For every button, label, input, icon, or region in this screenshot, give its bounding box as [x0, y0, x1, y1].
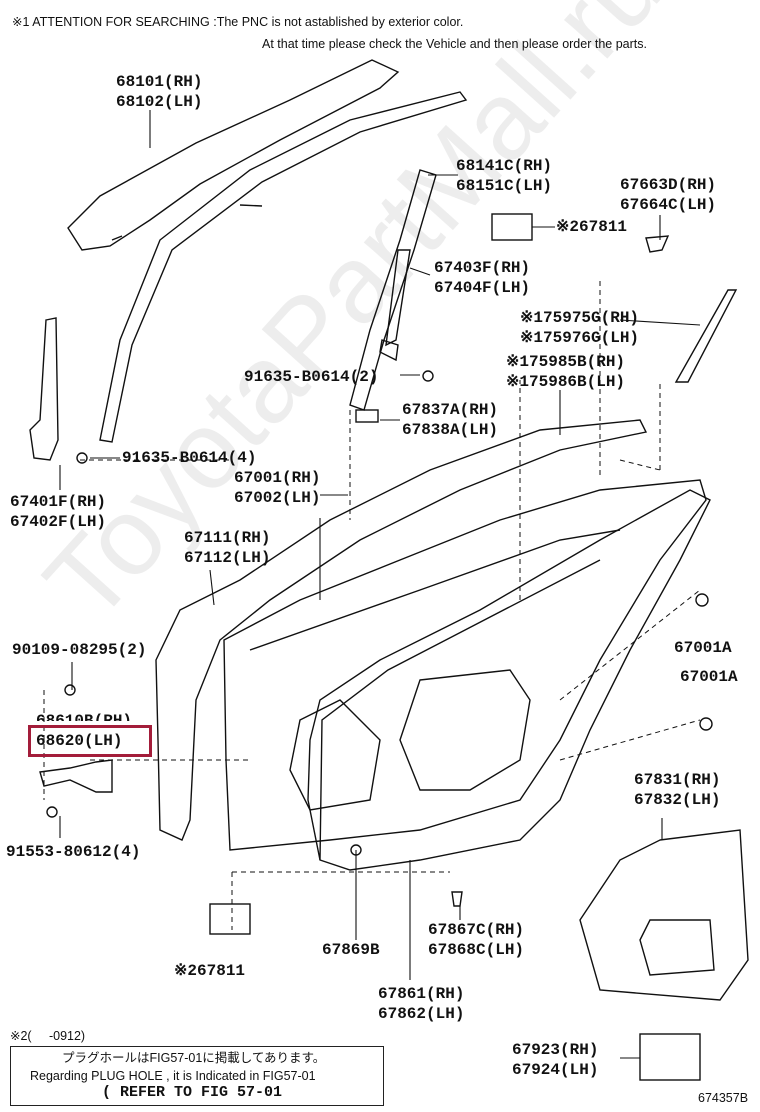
- part-label-67923[interactable]: 67923(RH): [512, 1041, 599, 1059]
- part-label-75986b[interactable]: ※175986B(LH): [506, 373, 626, 391]
- part-label-67401f[interactable]: 67401F(RH): [10, 493, 107, 511]
- corner-piece: [645, 235, 670, 253]
- part-label-67811-top[interactable]: ※267811: [556, 218, 628, 236]
- part-label-67112[interactable]: 67112(LH): [184, 549, 271, 567]
- diagram-code: 674357B: [698, 1091, 749, 1105]
- seal-pad: [491, 213, 533, 241]
- part-label-91635-b0614-4[interactable]: 91635-B0614(4): [122, 449, 257, 467]
- plug-hole-note-jp: プラグホールはFIG57-01に掲載してあります。: [62, 1051, 326, 1065]
- part-label-67403f[interactable]: 67403F(RH): [434, 259, 531, 277]
- part-label-67663d[interactable]: 67663D(RH): [620, 176, 717, 194]
- refer-fig-link[interactable]: ( REFER TO FIG 57-01: [102, 1084, 283, 1101]
- part-label-67111[interactable]: 67111(RH): [184, 529, 271, 547]
- part-label-67924[interactable]: 67924(LH): [512, 1061, 599, 1079]
- part-label-67002[interactable]: 67002(LH): [234, 489, 321, 507]
- part-label-67837a[interactable]: 67837A(RH): [402, 401, 499, 419]
- part-label-67832[interactable]: 67832(LH): [634, 791, 721, 809]
- grommet: [699, 717, 713, 731]
- part-label-68151c[interactable]: 68151C(LH): [456, 177, 553, 195]
- header-note-line2: At that time please check the Vehicle an…: [262, 37, 647, 51]
- highlight-box: [28, 725, 152, 757]
- bolt: [46, 806, 58, 818]
- rear-molding: [674, 289, 738, 383]
- part-label-67867c[interactable]: 67867C(RH): [428, 921, 525, 939]
- grommet: [695, 593, 709, 607]
- door-outer-panel: [155, 419, 648, 841]
- door-weatherstrip: [307, 489, 711, 871]
- part-label-68620[interactable]: 68620(LH): [36, 732, 123, 750]
- part-label-68102[interactable]: 68102(LH): [116, 93, 203, 111]
- part-label-67001a-1[interactable]: 67001A: [674, 639, 732, 657]
- part-label-67862[interactable]: 67862(LH): [378, 1005, 465, 1023]
- part-label-90109-08295[interactable]: 90109-08295(2): [12, 641, 147, 659]
- part-label-68610b[interactable]: 68610B(RH): [36, 712, 133, 721]
- window-channel-front: [29, 317, 59, 461]
- part-label-75976g[interactable]: ※175976G(LH): [520, 329, 640, 347]
- part-label-67001a-2[interactable]: 67001A: [680, 668, 738, 686]
- bolt: [422, 370, 434, 382]
- footnote-2: ※2( -0912): [10, 1029, 86, 1043]
- part-label-67664c[interactable]: 67664C(LH): [620, 196, 717, 214]
- part-label-67404f[interactable]: 67404F(LH): [434, 279, 531, 297]
- seal-pad: [209, 903, 251, 935]
- part-label-67861[interactable]: 67861(RH): [378, 985, 465, 1003]
- part-label-68101[interactable]: 68101(RH): [116, 73, 203, 91]
- division-bar: [379, 339, 399, 362]
- part-label-67811-bottom[interactable]: ※267811: [174, 962, 246, 980]
- clip: [451, 891, 463, 907]
- header-note-line1: ※1 ATTENTION FOR SEARCHING :The PNC is n…: [12, 15, 464, 29]
- part-label-91553-80612[interactable]: 91553-80612(4): [6, 843, 141, 861]
- door-check: [39, 759, 113, 793]
- part-label-67869b[interactable]: 67869B: [322, 941, 380, 959]
- clip-bracket: [639, 1033, 701, 1081]
- part-label-67831[interactable]: 67831(RH): [634, 771, 721, 789]
- part-label-67001[interactable]: 67001(RH): [234, 469, 321, 487]
- door-glass: [67, 59, 400, 251]
- part-label-67838a[interactable]: 67838A(LH): [402, 421, 499, 439]
- part-label-68141c[interactable]: 68141C(RH): [456, 157, 553, 175]
- cap: [355, 409, 379, 423]
- bolt: [64, 684, 76, 696]
- bolt: [76, 452, 88, 464]
- glass-run-channel: [99, 91, 468, 443]
- part-label-67868c[interactable]: 67868C(LH): [428, 941, 525, 959]
- part-label-91635-b0614-2[interactable]: 91635-B0614(2): [244, 368, 379, 386]
- part-label-75975g[interactable]: ※175975G(RH): [520, 309, 640, 327]
- door-inner-panel: [223, 479, 707, 851]
- plug-hole-note: [10, 1046, 384, 1106]
- plug-hole-note-en: Regarding PLUG HOLE , it is Indicated in…: [30, 1069, 316, 1083]
- service-hole-cover: [579, 829, 749, 1001]
- part-label-75985b[interactable]: ※175985B(RH): [506, 353, 626, 371]
- part-label-67402f[interactable]: 67402F(LH): [10, 513, 107, 531]
